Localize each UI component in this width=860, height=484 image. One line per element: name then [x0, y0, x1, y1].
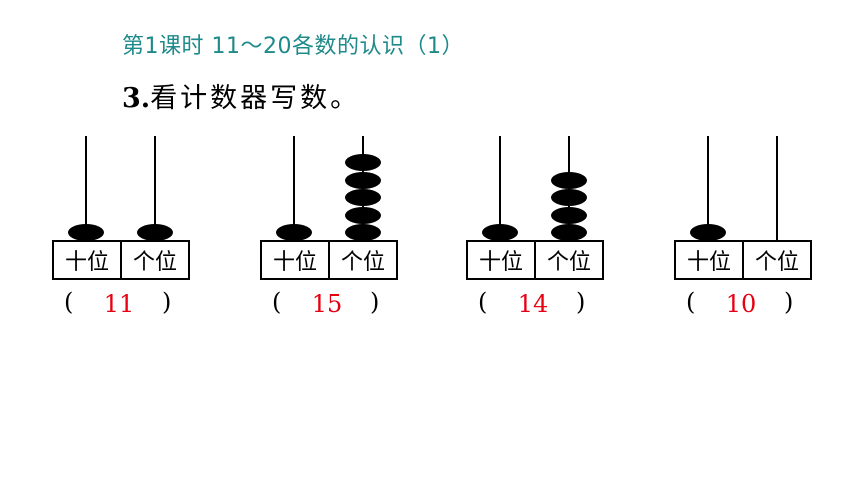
ones-bead [551, 224, 587, 241]
ones-label: 个位 [546, 250, 591, 275]
answer-row: ( 15 ) [260, 288, 410, 322]
open-paren: ( [478, 288, 488, 316]
ones-bead [551, 206, 587, 224]
tens-bead [482, 224, 518, 241]
place-value-box: 十位 个位 [52, 240, 190, 280]
ones-label: 个位 [340, 250, 385, 275]
close-paren: ) [370, 288, 380, 316]
tens-bead [68, 224, 104, 241]
abacus-3: 十位 个位 ( 14 ) [466, 130, 616, 330]
question: 3.看计数器写数。 [122, 76, 360, 115]
ones-label: 个位 [132, 250, 177, 275]
ones-bead [345, 189, 381, 206]
tens-rod [707, 136, 709, 240]
answer-value: 11 [103, 290, 135, 318]
place-value-box: 十位 个位 [466, 240, 604, 280]
answer-value: 10 [725, 290, 757, 318]
ones-bead [551, 189, 587, 206]
tens-label: 十位 [676, 242, 744, 278]
close-paren: ) [576, 288, 586, 316]
place-value-box: 十位 个位 [674, 240, 812, 280]
tens-rod [499, 136, 501, 240]
tens-label: 十位 [262, 242, 330, 278]
question-number: 3. [122, 83, 151, 114]
ones-rod [776, 136, 778, 240]
ones-bead [345, 154, 381, 171]
question-text: 看计数器写数。 [150, 83, 361, 114]
tens-label: 十位 [54, 242, 122, 278]
abacus-2: 十位 个位 ( 15 ) [260, 130, 410, 330]
answer-value: 15 [311, 290, 343, 318]
close-paren: ) [162, 288, 172, 316]
ones-label: 个位 [754, 250, 799, 275]
lesson-title: 第1课时 11～20各数的认识（1） [122, 34, 464, 59]
open-paren: ( [686, 288, 696, 316]
ones-bead [551, 171, 587, 189]
tens-bead [276, 224, 312, 241]
tens-label: 十位 [468, 242, 536, 278]
abacus-1: 十位 个位 ( 11 ) [52, 130, 202, 330]
ones-bead [345, 171, 381, 189]
answer-value: 14 [517, 290, 549, 318]
ones-bead [137, 224, 173, 241]
answer-row: ( 14 ) [466, 288, 616, 322]
close-paren: ) [784, 288, 794, 316]
place-value-box: 十位 个位 [260, 240, 398, 280]
ones-bead [345, 224, 381, 241]
tens-rod [85, 136, 87, 240]
abacus-4: 十位 个位 ( 10 ) [674, 130, 824, 330]
open-paren: ( [64, 288, 74, 316]
answer-row: ( 11 ) [52, 288, 202, 322]
tens-rod [293, 136, 295, 240]
ones-bead [345, 206, 381, 224]
tens-bead [690, 224, 726, 241]
answer-row: ( 10 ) [674, 288, 824, 322]
open-paren: ( [272, 288, 282, 316]
ones-rod [154, 136, 156, 240]
